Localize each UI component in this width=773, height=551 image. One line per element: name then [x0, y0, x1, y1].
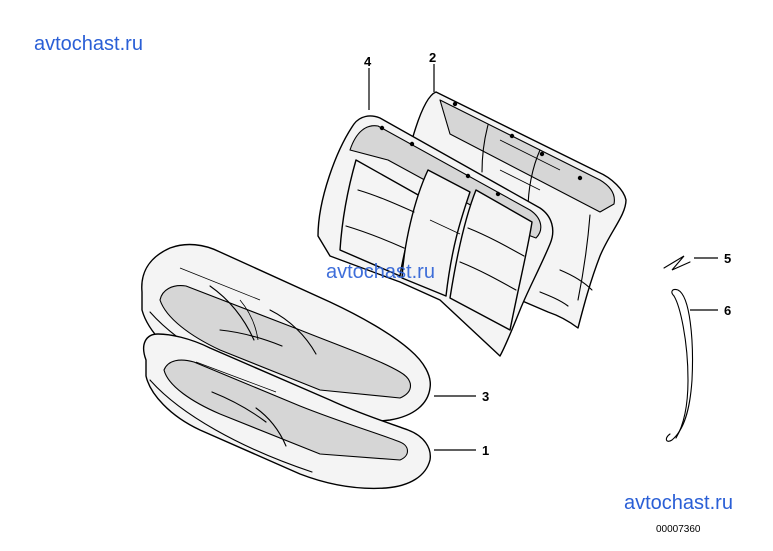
part-5-clip	[663, 255, 691, 271]
callout-3: 3	[482, 389, 489, 404]
part-1-seat-cushion	[142, 333, 431, 490]
watermark-center: avtochast.ru	[326, 261, 435, 283]
callout-5: 5	[724, 251, 731, 266]
part-6-wire	[665, 288, 694, 442]
watermark-bottom-right: avtochast.ru	[624, 492, 733, 514]
callout-6: 6	[724, 303, 731, 318]
watermark-top-left: avtochast.ru	[34, 33, 143, 55]
callout-2: 2	[429, 50, 436, 65]
part-4-backrest-cover	[317, 115, 554, 357]
callout-4: 4	[364, 54, 372, 69]
callout-1: 1	[482, 443, 489, 458]
diagram-code: 00007360	[656, 524, 701, 535]
